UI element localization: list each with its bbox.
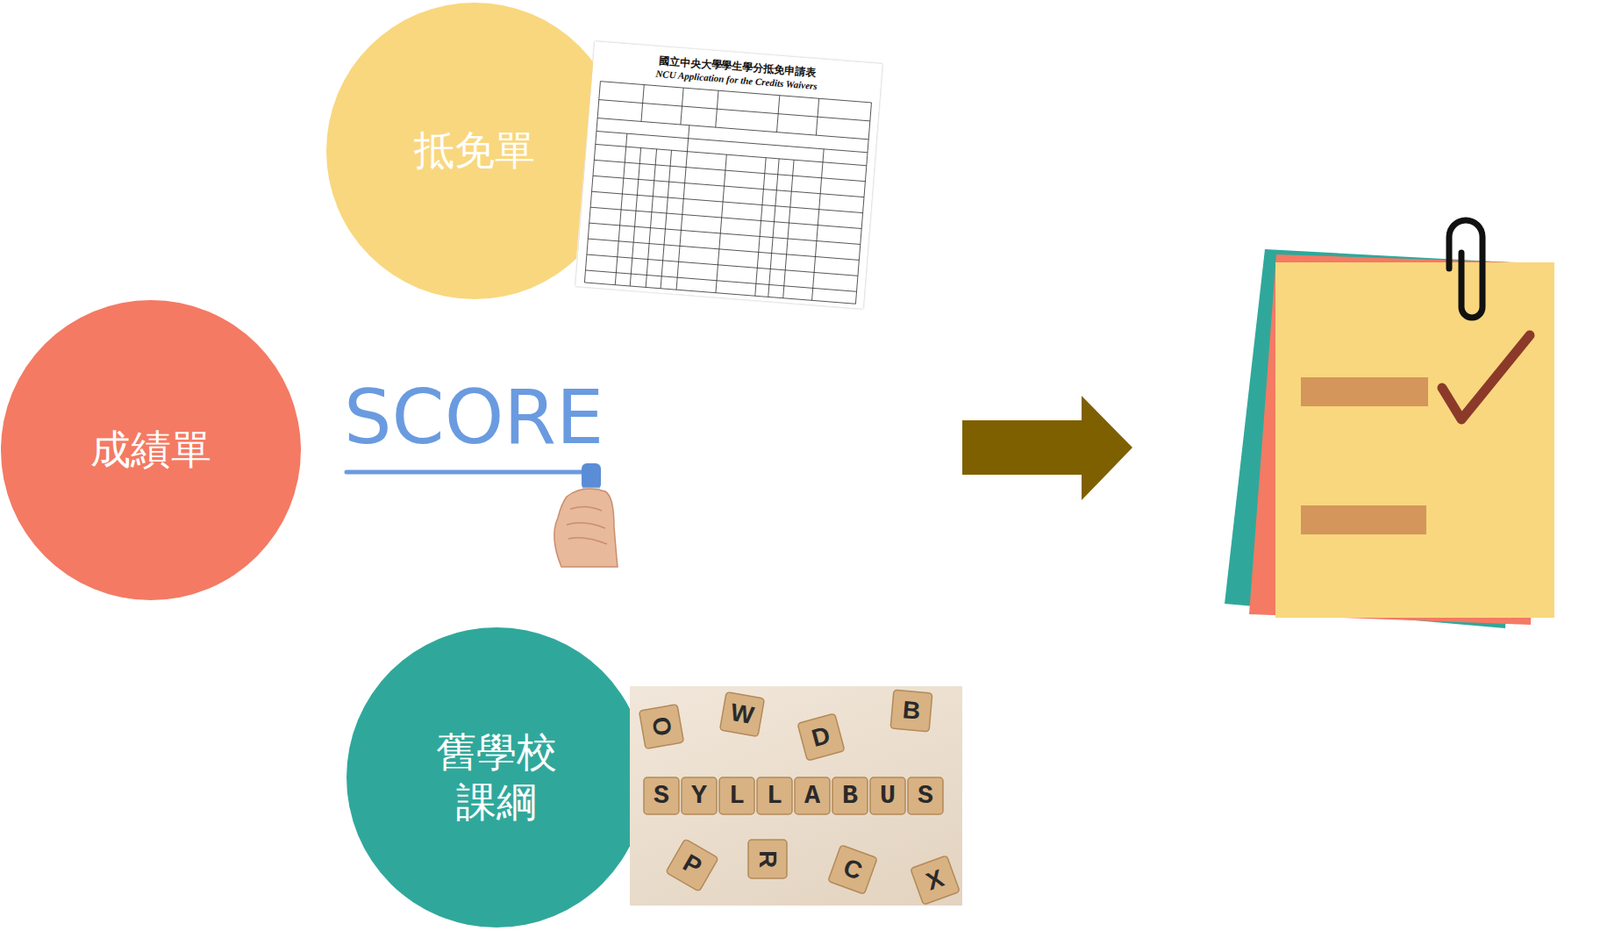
block-letter: B: [890, 689, 933, 732]
block-letter: D: [797, 713, 845, 761]
circle-fill: [0, 300, 301, 600]
finger-lines: [566, 506, 608, 544]
circle-label: 抵免單: [414, 125, 536, 177]
circle-fill: [346, 627, 647, 928]
form-table-lines: [584, 81, 872, 305]
marker-cap: [581, 463, 601, 490]
check-mark: [1442, 335, 1530, 420]
block-letter: X: [910, 855, 960, 905]
letter-block: [748, 839, 787, 879]
topic-circle: 成績單: [0, 300, 301, 600]
score-underline: [346, 470, 593, 475]
block-letter: R: [748, 839, 787, 879]
syllabus-word: SYLLABUS: [653, 779, 956, 812]
list-bar: [1300, 377, 1429, 407]
flow-arrow: [962, 395, 1133, 500]
circle-fill: [326, 2, 623, 300]
block-letter: O: [639, 704, 685, 750]
syllabus-photo: SYLLABUS OWD B PR CX: [629, 685, 963, 906]
hand-shape: [554, 488, 618, 567]
waiver-form-image: 國立中央大學學生學分抵免申請表NCU Application for the C…: [575, 41, 883, 309]
block-set: [639, 689, 961, 905]
checklist-icon: [1224, 220, 1555, 629]
letter-block: [797, 713, 845, 761]
letter-block: [828, 844, 878, 894]
topic-circle: 舊學校 課綱: [346, 627, 647, 928]
letter-block: [890, 689, 933, 732]
score-word: SCORE: [343, 378, 604, 455]
block-letter: W: [720, 692, 765, 737]
hand-with-marker: [554, 463, 618, 567]
letter-block: [665, 838, 719, 892]
circle-label: 舊學校 課綱: [426, 727, 567, 829]
letter-block: [910, 855, 960, 905]
letter-block: [720, 692, 765, 737]
topic-circle: 抵免單: [326, 2, 623, 300]
circle-shape: [346, 627, 647, 928]
block-letter: P: [665, 838, 719, 892]
list-bar: [1300, 505, 1427, 535]
front-sheet: [1275, 262, 1555, 618]
paper-clip: [1449, 220, 1483, 318]
circle-label: 成績單: [90, 424, 212, 476]
block-letter: C: [828, 844, 878, 894]
letter-block: [639, 704, 685, 750]
